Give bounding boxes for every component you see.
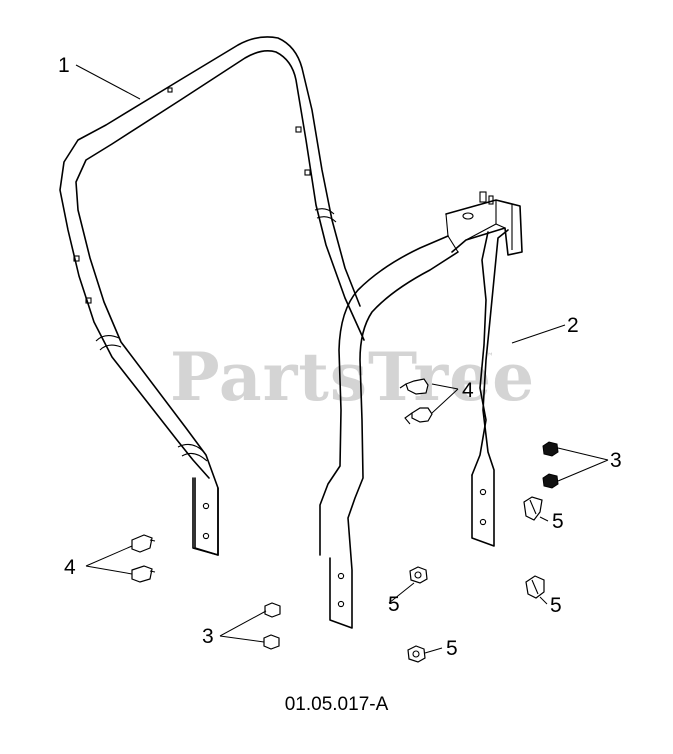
watermark-trademark: ™ xyxy=(484,352,494,363)
callout-5-right-upper: 5 xyxy=(552,510,564,533)
nut-5c-icon xyxy=(525,575,545,599)
callout-4-right: 4 xyxy=(462,379,474,402)
nut-5d-icon xyxy=(407,645,426,663)
upper-roll-bar xyxy=(59,36,365,556)
callout-5-bottom: 5 xyxy=(446,637,458,660)
callout-4-left: 4 xyxy=(64,556,76,579)
document-number: 01.05.017-A xyxy=(284,694,389,715)
callout-2: 2 xyxy=(567,314,579,337)
bolt-4a-icon xyxy=(131,534,156,553)
bolt-4b-icon xyxy=(131,565,156,583)
hardware xyxy=(131,378,559,663)
nut-3a-icon xyxy=(264,602,281,618)
callout-5-center: 5 xyxy=(388,593,400,616)
lower-roll-bar xyxy=(319,191,523,629)
callout-5-right-lower: 5 xyxy=(550,594,562,617)
bolt-4c-icon xyxy=(399,378,429,395)
nut-3c-icon xyxy=(542,441,559,457)
watermark-text: PartsTree xyxy=(170,338,535,416)
nut-5b-icon xyxy=(409,566,428,584)
callout-1: 1 xyxy=(58,54,70,77)
bolt-4d-icon xyxy=(404,407,433,425)
nut-3d-icon xyxy=(542,473,559,489)
leader-lines xyxy=(75,64,609,654)
nut-3b-icon xyxy=(263,634,280,650)
callout-3-right: 3 xyxy=(610,449,622,472)
nut-5a-icon xyxy=(523,496,543,521)
callout-3-left: 3 xyxy=(202,625,214,648)
